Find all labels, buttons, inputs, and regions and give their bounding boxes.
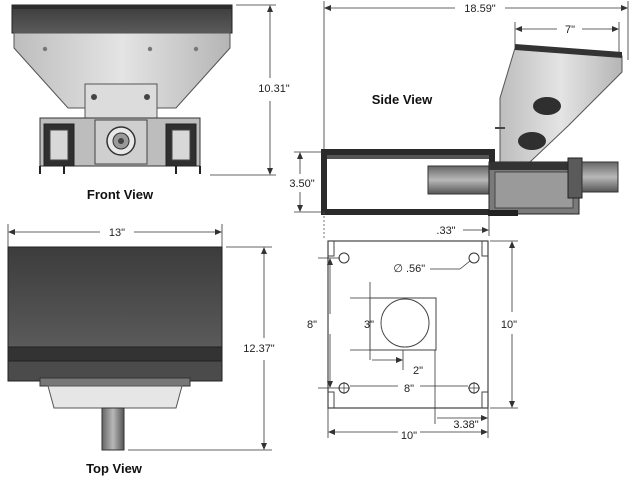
side-hopper-body <box>499 47 623 163</box>
front-hopper-rim-edge <box>12 5 232 9</box>
front-bolt <box>42 46 48 52</box>
top-roller-housing <box>39 377 191 387</box>
arrowhead <box>396 357 403 363</box>
side-overall-label: 18.59" <box>464 3 496 15</box>
arrowhead <box>509 401 515 408</box>
side-hopper-label: 7" <box>565 24 575 36</box>
arrowhead <box>324 5 331 11</box>
mount-plate-notches <box>328 241 488 408</box>
side-roller-top <box>489 162 579 170</box>
bolt-pattern-view: ∅ .56" 3" 2" 8" 10" 8 <box>307 240 518 442</box>
side-height-label: 3.50" <box>289 178 314 190</box>
front-shaft-center <box>118 138 124 144</box>
plate-height-label: 10" <box>501 319 517 331</box>
arrowhead <box>267 5 273 12</box>
bolt-hole <box>338 252 350 264</box>
side-hopper-window <box>533 97 561 115</box>
arrowhead <box>261 443 267 450</box>
top-view-caption: Top View <box>86 461 143 476</box>
top-width-label: 13" <box>109 227 125 239</box>
front-bolt <box>147 46 153 52</box>
top-hopper-lip <box>7 346 223 362</box>
side-base-rail <box>327 155 489 159</box>
bolt-vert-label: 8" <box>307 319 317 331</box>
top-view: 13" 12.37" Top View <box>7 224 275 476</box>
top-hopper <box>7 246 223 348</box>
opening-label: 3" <box>364 319 374 331</box>
arrowhead <box>612 26 619 32</box>
front-mount-bolt <box>144 94 150 100</box>
arrowhead <box>297 205 303 212</box>
plate-width-label: 10" <box>401 430 417 442</box>
side-view-caption: Side View <box>372 92 433 107</box>
arrowhead <box>261 247 267 254</box>
arrowhead <box>215 229 222 235</box>
bolt-hole <box>468 252 480 264</box>
front-hopper-body <box>13 32 231 109</box>
mount-plate-outline <box>327 240 489 409</box>
arrowhead <box>515 26 522 32</box>
arrowhead <box>328 429 335 435</box>
opening-offset-label: 2" <box>413 365 423 377</box>
hole-dia-leader <box>459 260 471 270</box>
front-left-bracket-face <box>49 129 69 161</box>
arrowhead <box>8 229 15 235</box>
arrowhead <box>509 241 515 248</box>
arrowhead <box>297 152 303 159</box>
arrowhead <box>481 415 488 421</box>
hole-dia-symbol: ∅ <box>393 263 403 275</box>
front-hopper-rim <box>11 4 233 34</box>
arrowhead <box>327 381 333 388</box>
side-hopper-rim <box>515 44 622 58</box>
top-spout-plate <box>47 385 183 409</box>
arrowhead <box>327 258 333 265</box>
side-offset-label: .33" <box>436 225 455 237</box>
front-right-bracket-face <box>171 129 191 161</box>
front-view: 10.31" Front View <box>11 4 290 202</box>
arrowhead <box>267 168 273 175</box>
bolt-horiz-label: 8" <box>404 383 414 395</box>
side-shaft-collar <box>567 157 583 199</box>
side-drive-shaft <box>581 161 619 193</box>
front-mount-bolt <box>91 94 97 100</box>
front-mount-plate <box>84 83 158 121</box>
hole-dia-label: .56" <box>406 263 425 275</box>
top-shaft <box>101 407 125 451</box>
front-bolt <box>193 46 199 52</box>
side-roller-panel <box>494 171 574 209</box>
side-view: 18.59" 7" 3.50" <box>289 1 629 240</box>
side-hopper-window <box>518 132 546 150</box>
arrowhead <box>621 5 628 11</box>
center-opening <box>380 298 430 348</box>
side-inner-pipe <box>427 165 491 195</box>
top-depth-label: 12.37" <box>243 343 275 355</box>
front-height-label: 10.31" <box>258 83 290 95</box>
arrowhead <box>482 227 489 233</box>
side-foot <box>488 210 518 216</box>
front-view-caption: Front View <box>87 187 154 202</box>
edge-offset-label: 3.38" <box>453 419 478 431</box>
arrowhead <box>481 429 488 435</box>
